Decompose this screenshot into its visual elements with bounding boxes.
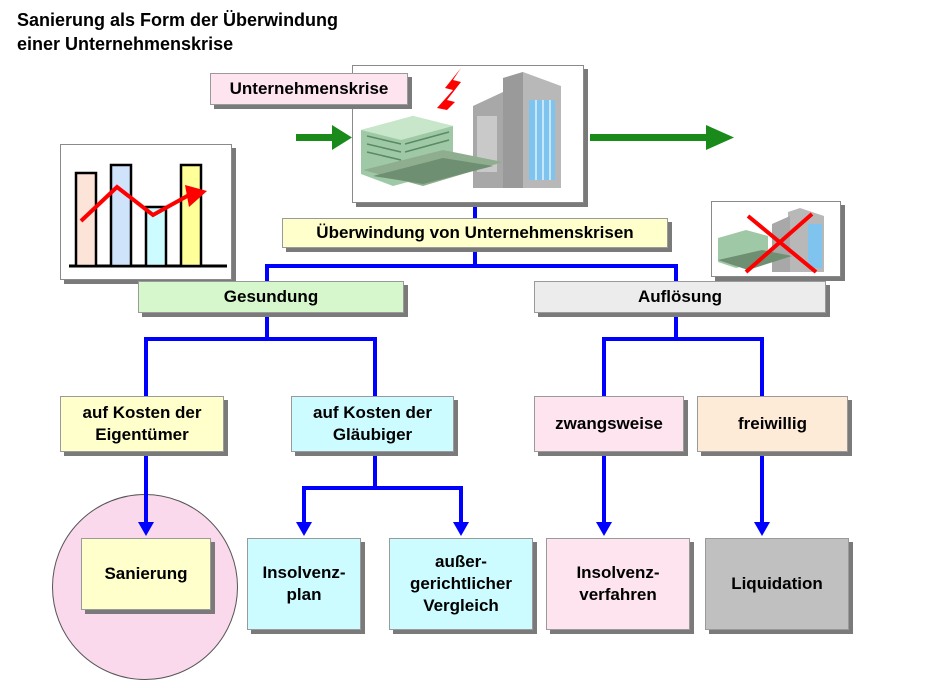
page-title: Sanierung als Form der Überwindung einer… — [17, 8, 338, 56]
node-liquidation: Liquidation — [705, 538, 849, 630]
flow-arrow-out — [590, 125, 734, 150]
node-gesundung: Gesundung — [138, 281, 404, 313]
node-sanierung: Sanierung — [81, 538, 211, 610]
node-freiwillig: freiwillig — [697, 396, 848, 452]
node-ueberwindung: Überwindung von Unternehmenskrisen — [282, 218, 668, 248]
bar-chart-icon — [69, 163, 227, 268]
arrowhead-vergleich — [453, 522, 469, 536]
arrowhead-insolvenzplan — [296, 522, 312, 536]
node-insolvenzplan: Insolvenz- plan — [247, 538, 361, 630]
node-kosten-glaeubiger: auf Kosten der Gläubiger — [291, 396, 454, 452]
arrowhead-sanierung — [138, 522, 154, 536]
factory-crossed-icon — [718, 208, 824, 274]
node-insolvenzverfahren: Insolvenz- verfahren — [546, 538, 690, 630]
flow-arrow-in — [296, 125, 352, 150]
chart-picture — [60, 144, 232, 280]
node-vergleich: außer- gerichtlicher Vergleich — [389, 538, 533, 630]
title-line-2: einer Unternehmenskrise — [17, 34, 234, 54]
factory-lightning-icon — [361, 68, 561, 188]
node-unternehmenskrise: Unternehmenskrise — [210, 73, 408, 105]
arrowhead-liquidation — [754, 522, 770, 536]
node-zwangsweise: zwangsweise — [534, 396, 684, 452]
arrowhead-insolvenzverfahren — [596, 522, 612, 536]
dissolution-picture — [711, 201, 841, 277]
node-kosten-eigentuemer: auf Kosten der Eigentümer — [60, 396, 224, 452]
title-line-1: Sanierung als Form der Überwindung — [17, 10, 339, 30]
node-aufloesung: Auflösung — [534, 281, 826, 313]
